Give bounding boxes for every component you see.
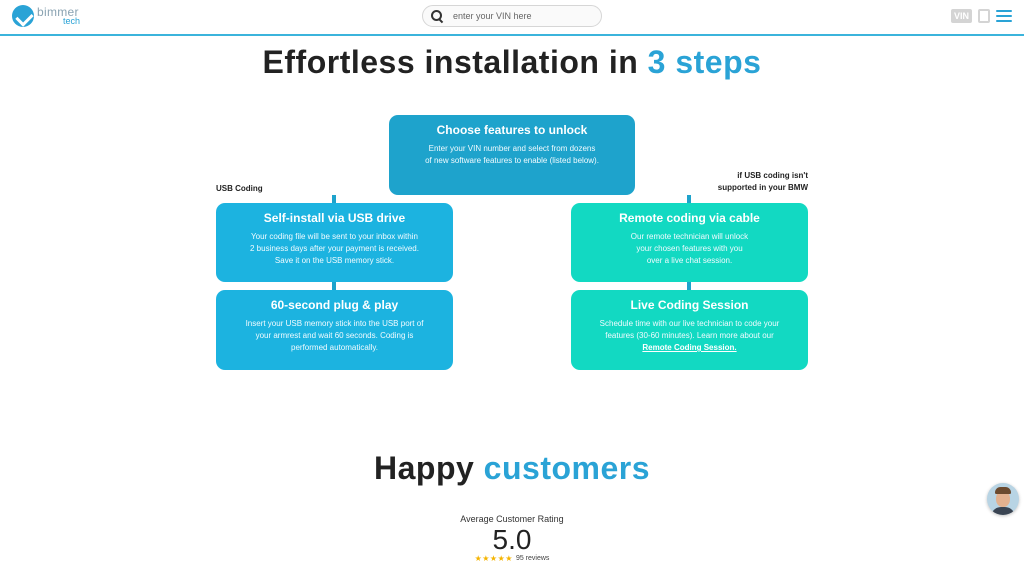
support-chat-avatar[interactable] bbox=[987, 483, 1019, 515]
connector-right-mid bbox=[687, 282, 691, 291]
bimmer-tech-logo[interactable]: bimmer tech bbox=[12, 5, 80, 27]
remote-coding-note: if USB coding isn't supported in your BM… bbox=[717, 171, 808, 193]
hamburger-menu-icon[interactable] bbox=[996, 10, 1012, 22]
choose-features-box: Choose features to unlock Enter your VIN… bbox=[389, 115, 635, 195]
choose-features-title: Choose features to unlock bbox=[436, 123, 588, 137]
connector-right-top bbox=[687, 195, 691, 204]
remote-coding-session-link[interactable]: Remote Coding Session. bbox=[642, 343, 737, 352]
search-icon[interactable] bbox=[431, 10, 443, 22]
logo-mark-icon bbox=[12, 5, 34, 27]
self-install-title: Self-install via USB drive bbox=[263, 211, 406, 225]
remote-coding-box: Remote coding via cable Our remote techn… bbox=[571, 203, 808, 282]
logo-text-tech: tech bbox=[63, 16, 81, 26]
garage-icon[interactable] bbox=[978, 9, 990, 23]
review-count: 95 reviews bbox=[515, 555, 550, 563]
rating-stars-icon: ★★★★★ bbox=[474, 554, 513, 564]
vin-search-input[interactable] bbox=[453, 11, 593, 21]
title-accent: 3 steps bbox=[647, 44, 762, 80]
live-coding-title: Live Coding Session bbox=[630, 298, 749, 312]
connector-left-top bbox=[332, 195, 336, 204]
vin-search-box[interactable] bbox=[422, 5, 602, 27]
logo-text-bimmer: bimmer bbox=[37, 5, 79, 19]
header-actions: VIN bbox=[950, 9, 1012, 23]
usb-coding-label: USB Coding bbox=[216, 184, 263, 193]
rating-label: Average Customer Rating bbox=[460, 514, 564, 524]
title-accent: customers bbox=[483, 450, 651, 486]
customers-section-title: Happy customers bbox=[373, 450, 651, 486]
plug-and-play-box: 60-second plug & play Insert your USB me… bbox=[216, 290, 453, 370]
remote-coding-title: Remote coding via cable bbox=[619, 211, 760, 225]
connector-left-mid bbox=[332, 282, 336, 291]
self-install-usb-box: Self-install via USB drive Your coding f… bbox=[216, 203, 453, 282]
installation-section-title: Effortless installation in 3 steps bbox=[262, 44, 762, 80]
site-header: bimmer tech VIN bbox=[0, 0, 1024, 36]
rating-score: 5.0 bbox=[492, 524, 532, 555]
live-coding-session-box: Live Coding Session Schedule time with o… bbox=[571, 290, 808, 370]
customer-rating-widget[interactable]: Average Customer Rating 5.0 ★★★★★ 95 rev… bbox=[0, 514, 1024, 563]
plug-and-play-title: 60-second plug & play bbox=[270, 298, 399, 312]
vin-badge[interactable]: VIN bbox=[950, 9, 972, 23]
